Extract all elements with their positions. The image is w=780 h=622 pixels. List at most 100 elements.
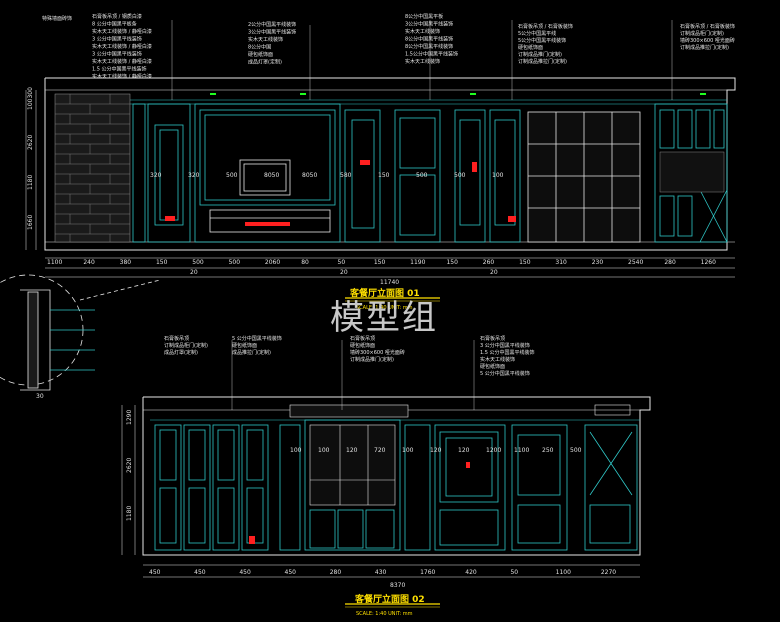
note-e1-a: 3 公分中国黑平线装饰: [92, 36, 142, 43]
note-e1-a: 石膏板吊顶 / 钢质白漆: [92, 13, 142, 20]
glass-partition: [527, 111, 641, 243]
note-e2-a: 成品灯罩(定制): [164, 349, 198, 356]
dimension-e1-sub: 20: [490, 269, 498, 276]
note-e2-c: 石膏板吊顶: [350, 335, 375, 342]
note-e2-c: 订制成品推门(定制): [350, 356, 394, 363]
elevation-02-scale: SCALE: 1:40 UNIT: mm: [356, 611, 413, 617]
dimension-e1-inner: 320: [150, 172, 162, 179]
detail-callout: [0, 274, 161, 391]
dimension-e1-vertical: 1660: [27, 215, 34, 230]
dimension-e2-total: 8370: [390, 582, 405, 589]
dimension-e1: 500: [229, 259, 241, 266]
note-e1-a: 实木天工线装饰 / 静哑白漆: [92, 58, 152, 65]
note-e1-c: 3公分中国黑平线装饰: [405, 21, 453, 28]
dimension-e2-inner: 100: [290, 447, 302, 454]
dimension-e1-inner: 8050: [264, 172, 279, 179]
note-e1-c: 实木天工线装饰: [405, 58, 440, 65]
note-e2-c: 墙砖300×600 哑光面砖: [350, 349, 405, 356]
note-e1-a: 1.5 公分中国黑平线装饰: [92, 66, 147, 73]
note-e1-d: 订制成品推门(定制): [518, 51, 562, 58]
dimension-e2: 280: [330, 569, 342, 576]
detail-dimension: 30: [36, 393, 44, 400]
note-e1-c: 8公分中国黑平线装饰: [405, 36, 453, 43]
note-e2-a: 订制成品柜门(定制): [164, 342, 208, 349]
note-e1-c: 1.5公分中国黑平线装饰: [405, 51, 458, 58]
note-e1-b: 硬包纸饰面: [248, 51, 273, 58]
dimension-e2: 450: [194, 569, 206, 576]
dimension-e2-inner: 100: [318, 447, 330, 454]
note-e1-a: 8 公分中国黑平板条: [92, 21, 137, 28]
note-e1-c: 8公分中国黑平线装饰: [405, 43, 453, 50]
title-underline-1: [345, 297, 440, 608]
dimension-e1: 280: [664, 259, 676, 266]
note-e1-d: 5公分中国黑平线装饰: [518, 37, 566, 44]
note-e2-d: 1.5 公分中国黑平线装饰: [480, 349, 535, 356]
note-e1-d: 5公分中国黑平线: [518, 30, 556, 37]
note-e1-b: 2公分中国黑平线装饰: [248, 21, 296, 28]
dimension-e1-sub: 20: [340, 269, 348, 276]
note-e2-a: 石膏板吊顶: [164, 335, 189, 342]
dimension-e1: 380: [120, 259, 132, 266]
dimension-e1: 150: [446, 259, 458, 266]
note-e2-d: 实木天工线装饰: [480, 356, 515, 363]
note-e1-b: 8公分中国: [248, 44, 271, 51]
dimension-e2-inner: 120: [430, 447, 442, 454]
dimension-e1-inner: 500: [226, 172, 238, 179]
note-e1-e: 订制成品柜门(定制): [680, 30, 724, 37]
dimension-e1: 50: [338, 259, 346, 266]
note-e2-d: 5 公分中国黑平线装饰: [480, 370, 530, 377]
note-e2-b: 5 公分中国黑平线装饰: [232, 335, 282, 342]
elevation-01-scale: SCALE: 1:40 UNIT: mm: [356, 305, 413, 311]
dimension-e2: 2270: [601, 569, 616, 576]
dimension-e1-inner: 100: [492, 172, 504, 179]
dimension-e1-vertical: 100300: [27, 87, 34, 110]
dimension-e1-vertical: 2620: [27, 135, 34, 150]
note-e2-b: 成品推拉门(定制): [232, 349, 271, 356]
dimension-e2: 450: [239, 569, 251, 576]
dimension-e1-inner: 500: [454, 172, 466, 179]
note-e2-d: 硬包纸饰面: [480, 363, 505, 370]
elevation-01-title: 客餐厅立面图 01: [349, 287, 420, 299]
dimension-e1: 310: [555, 259, 567, 266]
dimension-e2-inner: 1100: [514, 447, 529, 454]
dimension-e1: 2060: [265, 259, 280, 266]
note-e1-c: 实木天工线装饰: [405, 28, 440, 35]
note-e2-c: 硬包纸饰面: [350, 342, 375, 349]
dimension-e2-inner: 720: [374, 447, 386, 454]
dimension-e1-inner: 500: [416, 172, 428, 179]
watermark: 模型组: [330, 298, 438, 338]
dimension-e1-vertical: 1180: [27, 175, 34, 190]
dimension-e1-inner: 8050: [302, 172, 317, 179]
dimension-e1: 1190: [410, 259, 425, 266]
dimension-e1: 230: [592, 259, 604, 266]
note-e1-d: 订制成品推拉门(定制): [518, 58, 567, 65]
dimension-e2: 450: [285, 569, 297, 576]
note-left: 特殊墙面砖饰: [42, 15, 72, 22]
note-e1-d: 硬包纸饰面: [518, 44, 543, 51]
dimension-e1-total: 11740: [380, 279, 399, 286]
dimension-e1: 150: [156, 259, 168, 266]
dimension-e2-inner: 120: [458, 447, 470, 454]
note-e1-a: 实木天工线装饰 / 静哑白漆: [92, 43, 152, 50]
dimension-e1-inner: 150: [378, 172, 390, 179]
dimension-e1-sub: 20: [190, 269, 198, 276]
brick-wall: [54, 93, 131, 243]
dimension-e2: 1760: [420, 569, 435, 576]
dimension-e2-inner: 1200: [486, 447, 501, 454]
note-e1-b: 成品灯罩(定制): [248, 59, 282, 66]
note-e1-e: 墙砖300×600 哑光面砖: [680, 37, 735, 44]
dimension-e2: 450: [149, 569, 161, 576]
dimension-e1: 2540: [628, 259, 643, 266]
dimension-e1: 150: [374, 259, 386, 266]
dimension-e2-inner: 250: [542, 447, 554, 454]
note-e1-a: 实木天工线装饰 / 静哑白漆: [92, 73, 152, 80]
dimension-e2-vertical: 1180: [126, 506, 133, 521]
dimension-e1: 1260: [701, 259, 716, 266]
note-e1-b: 3公分中国黑平线装饰: [248, 29, 296, 36]
dimension-e1: 150: [519, 259, 531, 266]
elevation-02: [142, 396, 651, 556]
dimension-e1: 260: [483, 259, 495, 266]
dimension-e2-vertical: 2620: [126, 458, 133, 473]
elevation-01: [44, 77, 736, 251]
